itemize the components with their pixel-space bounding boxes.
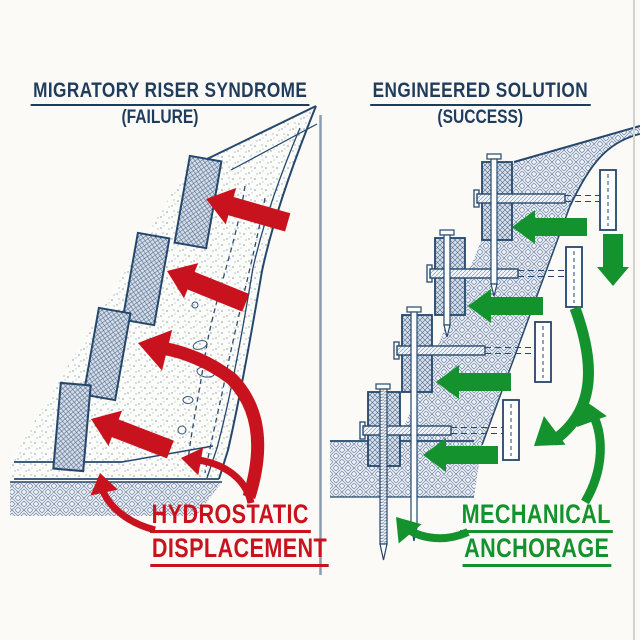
pressure-arrow: [206, 187, 291, 232]
mechanical-anchorage-label: MECHANICAL ANCHORAGE: [438, 499, 635, 568]
success-title-block: ENGINEERED SOLUTION (SUCCESS): [330, 79, 630, 129]
load-down-arrow: [597, 234, 629, 286]
ground-pins: [375, 153, 502, 561]
success-title: ENGINEERED SOLUTION: [369, 79, 591, 107]
anchor-tie: [426, 246, 583, 308]
failure-title-block: MIGRATORY RISER SYNDROME (FAILURE): [0, 79, 320, 129]
mechanical-label-line1: MECHANICAL: [460, 499, 613, 534]
failure-title: MIGRATORY RISER SYNDROME: [30, 79, 310, 107]
hydrostatic-label-line1: HYDROSTATIC: [150, 499, 311, 534]
restraint-arrow: [436, 365, 511, 399]
pressure-arrow: [167, 263, 250, 312]
ground-pin: [486, 153, 502, 297]
mechanical-label-line2: ANCHORAGE: [462, 533, 611, 568]
deadman-anchor: [565, 246, 583, 308]
curved-force-arrow-up: [576, 400, 607, 505]
success-diagram: [330, 125, 640, 561]
curved-force-arrow: [534, 306, 594, 446]
riser-block: [52, 381, 92, 473]
deadman-anchor: [502, 399, 520, 461]
riser-block: [121, 231, 171, 327]
ground-hatch-left: [10, 482, 222, 516]
restraint-arrow: [468, 289, 543, 323]
hydrostatic-label-line2: DISPLACEMENT: [150, 533, 329, 568]
anchor-tie: [393, 321, 552, 383]
deadman-anchor: [599, 169, 617, 231]
scan-edge-artifact: [633, 0, 635, 640]
ground-pin: [439, 229, 455, 338]
hydrostatic-pressure-arrows: [90, 187, 291, 534]
soil-slope-left: [10, 105, 318, 480]
deadman-anchor: [534, 321, 552, 383]
curved-pressure-arrow-small: [181, 447, 255, 504]
hydrostatic-displacement-label: HYDROSTATIC DISPLACEMENT: [128, 499, 333, 568]
anchor-tie: [359, 399, 520, 461]
failure-diagram: [10, 105, 318, 534]
pressure-arrow: [91, 410, 174, 459]
threaded-anchor-rod: [375, 383, 391, 561]
anchorage-force-arrows: [396, 210, 629, 544]
success-subtitle: (SUCCESS): [437, 107, 523, 129]
restraint-arrow: [512, 210, 587, 244]
anchor-tie: [473, 169, 617, 231]
riser-block: [82, 306, 132, 402]
label-pointer-arrow: [396, 517, 470, 544]
curved-pressure-arrow-toe: [90, 473, 156, 534]
tieback-anchors: [359, 169, 617, 461]
failure-subtitle: (FAILURE): [121, 107, 199, 129]
curved-pressure-arrow: [138, 329, 265, 499]
slip-surface-line: [187, 185, 246, 462]
restraint-arrow: [423, 438, 498, 472]
